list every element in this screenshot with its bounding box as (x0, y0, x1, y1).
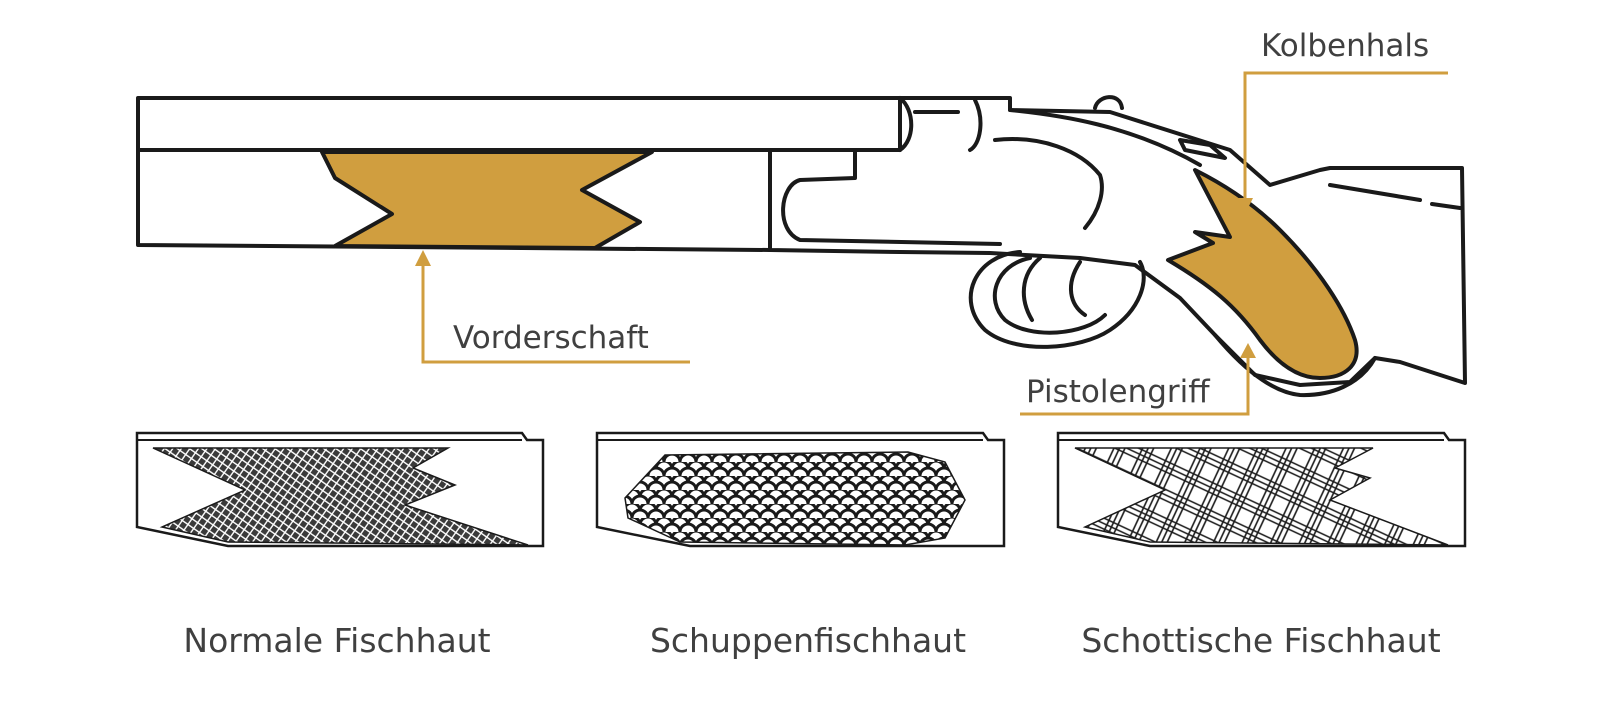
pattern-panel-normal (135, 431, 545, 548)
pistolengriff-leader (1020, 355, 1250, 416)
trigger-guard (968, 250, 1146, 349)
vorderschaft-arrowhead (415, 250, 431, 266)
callout-vorderschaft: Vorderschaft (415, 250, 690, 364)
caption-normale-fischhaut: Normale Fischhaut (183, 621, 490, 660)
top-lever (1093, 95, 1124, 110)
vorderschaft-leader (421, 262, 690, 364)
kolbenhals-arrowhead (1237, 198, 1253, 214)
caption-schottische-fischhaut: Schottische Fischhaut (1081, 621, 1440, 660)
pistolengriff-label: Pistolengriff (1026, 374, 1210, 410)
fish-scale-checkering-icon (624, 451, 966, 546)
receiver-breech-curve (968, 98, 983, 152)
trigger-guard-inner (992, 256, 1107, 335)
hammer-curve (993, 137, 1104, 230)
forend-checkering-area (320, 150, 654, 250)
trigger-front (1021, 256, 1042, 322)
callout-kolbenhals: Kolbenhals (1237, 28, 1448, 214)
kolbenhals-leader (1243, 71, 1448, 202)
lock-curve (1008, 108, 1202, 167)
caption-schuppenfischhaut: Schuppenfischhaut (650, 621, 966, 660)
stock-comb-line (1328, 183, 1422, 202)
grip-outline (1213, 333, 1377, 398)
callout-pistolengriff: Pistolengriff (1020, 343, 1256, 416)
safety-button (1178, 138, 1227, 160)
scottish-cross-checkering-icon (1074, 447, 1449, 546)
stock-comb-line-2 (1430, 202, 1462, 210)
pistolengriff-arrowhead (1240, 343, 1256, 358)
receiver-panel (781, 150, 1002, 246)
barrel (136, 96, 902, 152)
kolbenhals-label: Kolbenhals (1261, 28, 1429, 64)
vorderschaft-label: Vorderschaft (453, 320, 649, 356)
trigger-rear (1068, 260, 1087, 317)
pattern-panel-scottish (1056, 431, 1467, 548)
receiver-front-curve (898, 96, 914, 152)
fine-diamond-checkering-icon (152, 447, 529, 546)
grip-checkering-area (1166, 168, 1359, 380)
pattern-panel-scale (595, 431, 1006, 548)
